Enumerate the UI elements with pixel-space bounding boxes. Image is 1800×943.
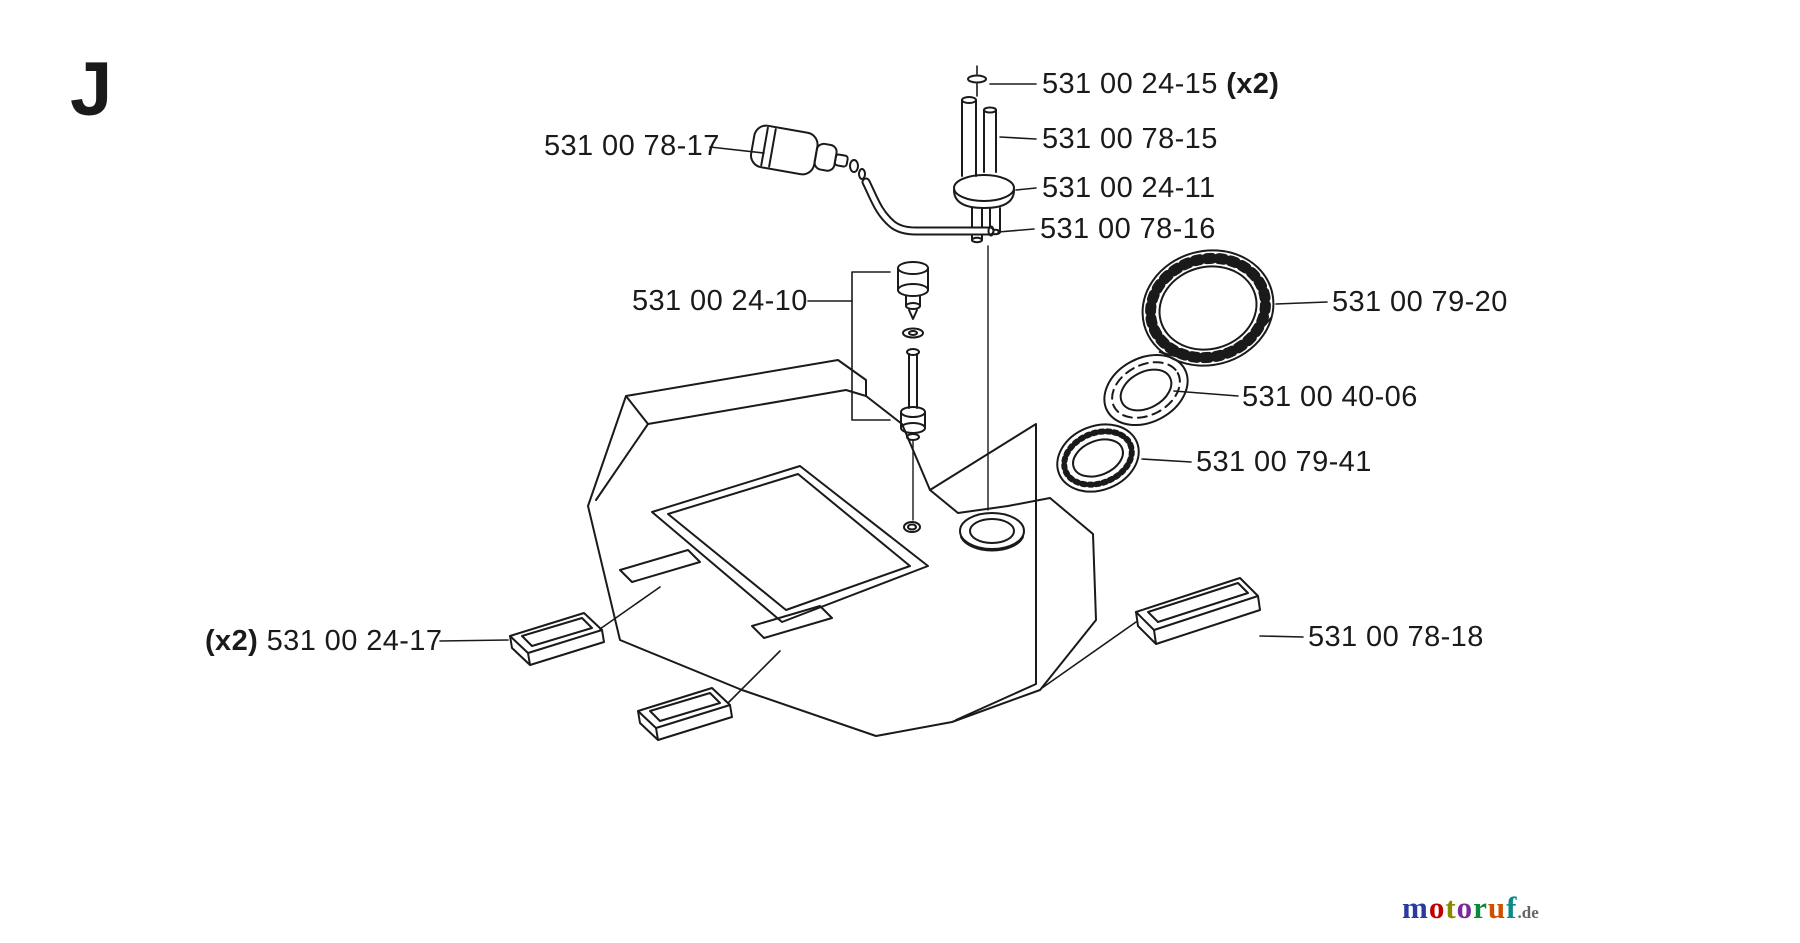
- part-label-531-00-24-17: (x2) 531 00 24-17: [205, 625, 443, 658]
- part-label-531-00-24-15: 531 00 24-15 (x2): [1042, 68, 1280, 101]
- top-recess-inner: [667, 473, 911, 611]
- part-label-531-00-78-15: 531 00 78-15: [1042, 123, 1218, 156]
- tank-pad-1: [619, 549, 701, 583]
- part-number: 531 00 24-17: [266, 625, 443, 657]
- top-recess-outline: [651, 465, 929, 623]
- part-label-531-00-79-20: 531 00 79-20: [1332, 286, 1508, 319]
- fuel-hose: [861, 177, 995, 237]
- part-label-531-00-78-16: 531 00 78-16: [1040, 213, 1216, 246]
- part-number: 531 00 78-18: [1308, 621, 1484, 653]
- exploded-pad-left-1: [509, 612, 605, 666]
- exploded-pad-left-2: [637, 687, 733, 741]
- mounting-plate-edge: [929, 423, 1037, 721]
- section-letter: J: [70, 47, 113, 132]
- rear-rim-edge: [625, 389, 867, 425]
- retainer-ring: [1056, 423, 1140, 493]
- part-qty: (x2): [1217, 68, 1280, 100]
- bracket-line: [851, 271, 891, 421]
- exploded-pad-right: [1135, 577, 1261, 645]
- cap-gasket: [1103, 353, 1189, 427]
- fuel-cap: [1141, 249, 1275, 367]
- part-number: 531 00 24-15: [1042, 68, 1218, 100]
- part-label-531-00-40-06: 531 00 40-06: [1242, 381, 1418, 414]
- part-number: 531 00 78-16: [1040, 213, 1216, 245]
- fuel-filter: [750, 124, 866, 180]
- part-number: 531 00 79-20: [1332, 286, 1508, 318]
- tank-pad-2: [751, 605, 833, 639]
- logo-letter: m: [1402, 890, 1429, 925]
- logo-letter: o: [1456, 890, 1474, 925]
- check-valve-assembly: [897, 261, 929, 521]
- part-number: 531 00 40-06: [1242, 381, 1418, 413]
- left-rim-edge: [595, 423, 649, 501]
- part-label-531-00-78-17: 531 00 78-17: [544, 130, 720, 163]
- part-label-531-00-78-18: 531 00 78-18: [1308, 621, 1484, 654]
- part-label-531-00-24-11: 531 00 24-11: [1042, 172, 1216, 205]
- part-number: 531 00 79-41: [1196, 446, 1372, 478]
- leader-lines: [439, 83, 1328, 704]
- vent-tubes: [961, 96, 997, 177]
- fuel-tank-body: [587, 359, 1097, 737]
- part-number: 531 00 78-15: [1042, 123, 1218, 155]
- logo-letter: u: [1487, 890, 1507, 925]
- part-qty: (x2): [205, 625, 267, 657]
- motoruf-logo[interactable]: motoruf.de: [1402, 890, 1539, 926]
- part-number: 531 00 78-17: [544, 130, 720, 162]
- logo-letter: f: [1506, 890, 1518, 925]
- part-number: 531 00 24-11: [1042, 172, 1216, 204]
- part-label-531-00-24-10: 531 00 24-10: [632, 285, 808, 318]
- part-label-531-00-79-41: 531 00 79-41: [1196, 446, 1372, 479]
- logo-letter: t: [1445, 890, 1457, 925]
- grommet: [953, 174, 1015, 511]
- screw-washer: [967, 65, 987, 97]
- logo-letter: r: [1473, 890, 1488, 925]
- logo-tld: .de: [1517, 903, 1539, 922]
- filler-neck: [959, 512, 1025, 552]
- logo-letter: o: [1428, 890, 1446, 925]
- vent-hole: [903, 521, 921, 533]
- part-number: 531 00 24-10: [632, 285, 808, 317]
